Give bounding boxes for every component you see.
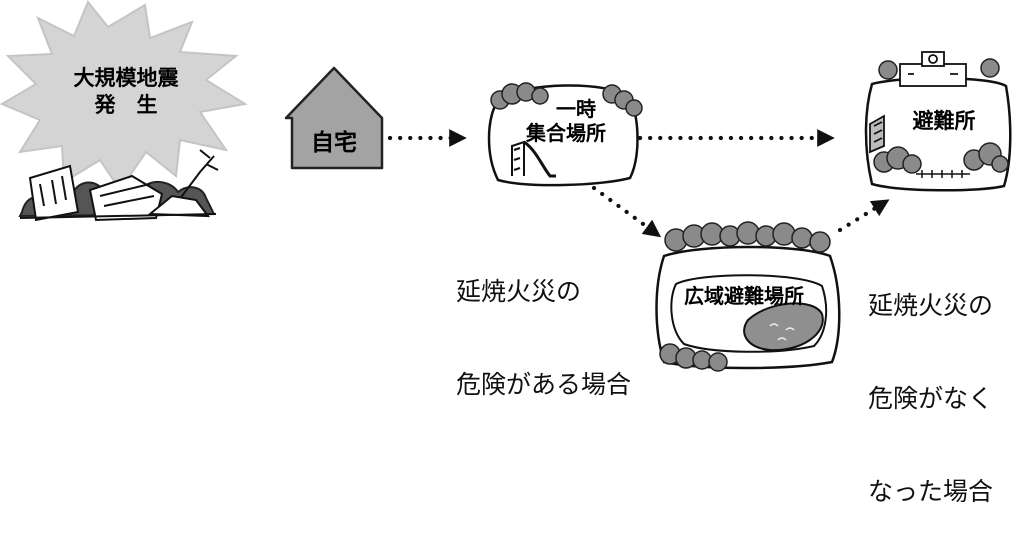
- flow-arrows: [387, 129, 890, 238]
- ground-line: [19, 213, 217, 219]
- fire-cleared-condition-line1: 延焼火災の: [868, 291, 994, 320]
- wide-area-site-node: 広域避難場所: [655, 221, 841, 372]
- arrow-temporary-to-wide-area: [591, 185, 662, 238]
- home-node: 自宅: [284, 66, 384, 170]
- open-book-icon: [869, 114, 885, 154]
- fire-cleared-condition-line2: 危険がなく: [868, 384, 994, 413]
- fire-risk-condition-line1: 延焼火災の: [456, 277, 582, 306]
- temporary-site-label-line2: 集合場所: [525, 121, 606, 145]
- temporary-site-boundary: [487, 84, 639, 187]
- park-trees: [490, 82, 643, 117]
- jogging-track: [670, 274, 828, 353]
- evacuation-flow-diagram: 大規模地震 発 生 自宅 一時 集合場所: [0, 0, 1012, 372]
- fire-cleared-condition-line3: なった場合: [868, 477, 994, 506]
- earthquake-label-line1: 大規模地震: [74, 66, 180, 90]
- house-shape: [284, 66, 384, 170]
- house-roof-lines: [99, 183, 155, 207]
- earthquake-node: 大規模地震 発 生: [0, 0, 248, 222]
- slide-icon: [511, 140, 556, 178]
- building-windows: [39, 175, 67, 207]
- temporary-site-label-line1: 一時: [556, 97, 596, 121]
- shelter-fence: [916, 170, 970, 178]
- pond-ripples: [769, 323, 795, 341]
- shelter-trees: [873, 58, 1009, 174]
- arrow-wide-area-to-evacuation: [837, 199, 890, 233]
- collapsed-buildings-illustration: [18, 149, 219, 222]
- evacuation-site-label: 避難所: [913, 109, 976, 133]
- earthquake-burst-shape: [0, 0, 248, 192]
- earthquake-label-line2: 発 生: [94, 93, 158, 117]
- fire-cleared-condition-note: 延焼火災の 危険がなく なった場合: [868, 228, 993, 538]
- evacuation-site-node: 避難所: [864, 51, 1012, 192]
- temporary-site-node: 一時 集合場所: [487, 82, 643, 187]
- fire-risk-condition-note: 延焼火災の 危険がある場合: [456, 214, 631, 431]
- wide-area-site-label: 広域避難場所: [684, 284, 804, 308]
- wide-area-trees: [659, 221, 831, 372]
- school-building-icon: [899, 51, 967, 87]
- home-label: 自宅: [311, 129, 357, 156]
- pond-icon: [743, 302, 824, 352]
